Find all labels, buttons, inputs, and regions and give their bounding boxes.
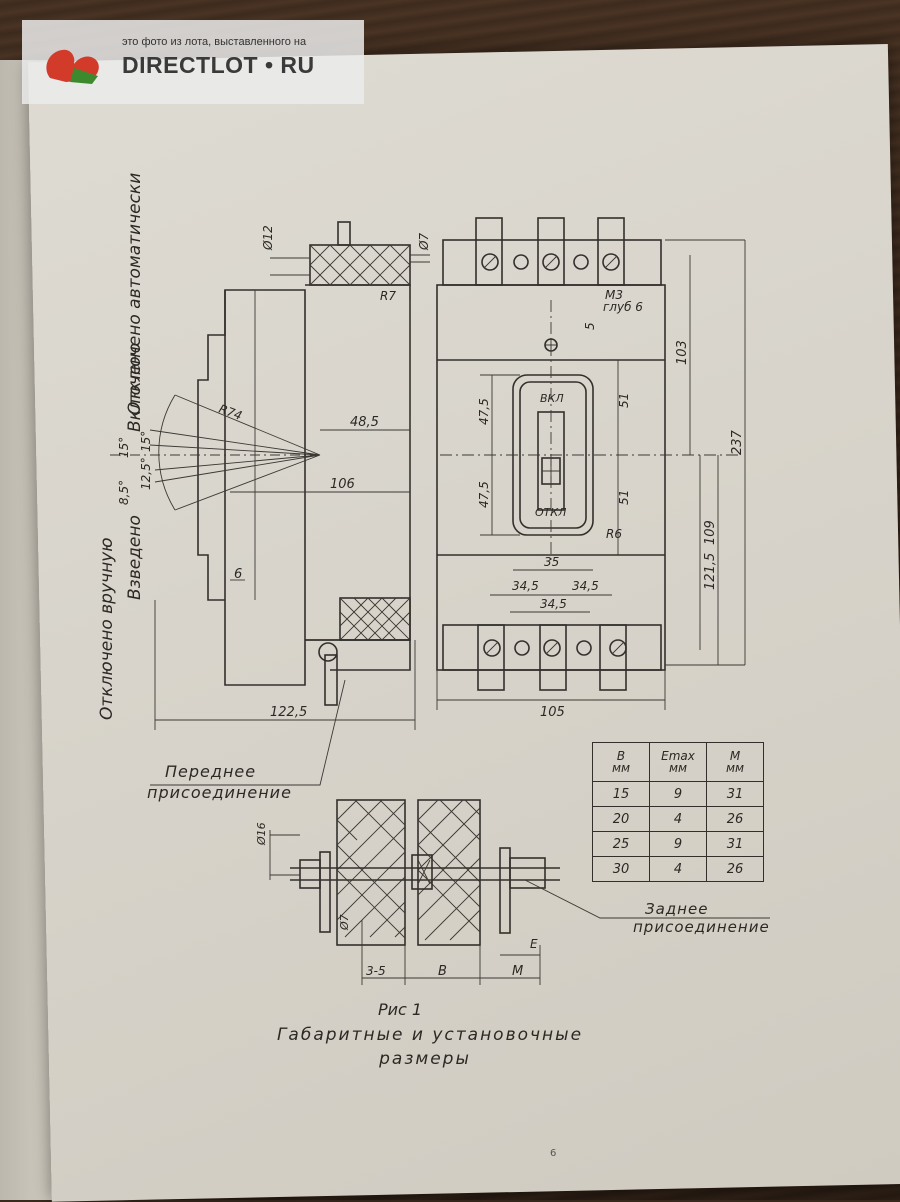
front-connection-line-1: Переднее xyxy=(165,762,257,781)
page-number: 6 xyxy=(550,1148,557,1159)
dim-5: 5 xyxy=(583,322,597,330)
dim-47-5-a: 47,5 xyxy=(477,398,491,425)
dim-b: B xyxy=(438,964,447,979)
switch-labels: ВКЛ ОТКЛ xyxy=(535,392,566,519)
table-cell: 4 xyxy=(649,806,707,832)
label-cocked: Взведено xyxy=(125,515,145,600)
angle-15-b: 15° xyxy=(139,431,153,452)
dim-47-5-b: 47,5 xyxy=(477,481,491,508)
dim-e: E xyxy=(530,937,538,951)
rear-connection-label: Заднее присоединение xyxy=(633,900,770,936)
watermark-brand: DIRECTLOT • RU xyxy=(122,52,315,78)
dim-m: M xyxy=(512,964,523,979)
rear-connection-line-2: присоединение xyxy=(633,918,770,936)
table-cell: 31 xyxy=(706,831,764,857)
panel-left xyxy=(336,799,406,946)
figure-number: Рис 1 xyxy=(377,1000,423,1019)
table-cell: 15 xyxy=(592,781,650,807)
dim-48-5: 48,5 xyxy=(350,415,379,430)
rear-connection-leader xyxy=(524,879,770,919)
table-cell: 4 xyxy=(649,856,707,882)
dim-r6: R6 xyxy=(606,527,622,541)
dimension-labels: Ø12 Ø7 R7 48,5 106 6 122,5 M3 глуб 6 5 1… xyxy=(234,225,745,979)
dim-237: 237 xyxy=(730,429,745,455)
rear-connection-line-1: Заднее xyxy=(645,900,709,918)
dim-103: 103 xyxy=(675,340,690,365)
table-cell: 26 xyxy=(706,856,764,882)
angle-15-a: 15° xyxy=(117,437,131,458)
table-cell: 31 xyxy=(706,781,764,807)
dim-34-5-c: 34,5 xyxy=(540,597,567,611)
angle-8-5: 8,5° xyxy=(117,480,131,505)
table-row: 25 9 31 xyxy=(592,831,764,857)
label-auto-off: Отключено автоматически xyxy=(125,173,145,415)
dim-d12: Ø12 xyxy=(261,225,275,251)
table-cell: 9 xyxy=(649,831,707,857)
table-row: 20 4 26 xyxy=(592,806,764,832)
table-row: 30 4 26 xyxy=(592,856,764,882)
switch-on-label: ВКЛ xyxy=(540,392,564,405)
angle-12-5: 12,5° xyxy=(139,457,153,490)
dim-m3: M3 xyxy=(605,288,623,302)
side-view xyxy=(110,221,430,730)
table-cell: 26 xyxy=(706,806,764,832)
table-cell: 20 xyxy=(592,806,650,832)
table-cell: 25 xyxy=(592,831,650,857)
label-on: Включено xyxy=(125,343,145,432)
figure-subtitle: размеры xyxy=(379,1049,471,1069)
switch-off-label: ОТКЛ xyxy=(535,506,566,519)
dim-51-b: 51 xyxy=(617,490,631,505)
dim-3-5: 3-5 xyxy=(366,964,386,978)
figure-caption: Рис 1 Габаритные и установочные размеры xyxy=(230,1000,630,1069)
top-terminal-block xyxy=(309,244,411,286)
watermark-banner: это фото из лота, выставленного на DIREC… xyxy=(22,20,364,104)
dim-121-5: 121,5 xyxy=(703,553,718,590)
dim-d7-bottom: Ø7 xyxy=(338,914,351,931)
watermark-tagline: это фото из лота, выставленного на xyxy=(122,36,307,48)
dim-d7-top: Ø7 xyxy=(417,233,431,251)
dim-35: 35 xyxy=(544,555,559,569)
dim-122-5: 122,5 xyxy=(270,705,307,720)
dim-depth-6: глуб 6 xyxy=(603,300,643,314)
rear-connection-detail xyxy=(269,799,560,985)
front-connection-label: Переднее присоединение xyxy=(147,762,292,802)
dim-34-5-a: 34,5 xyxy=(512,579,539,593)
side-labels: Отключено автоматически Включено Отключе… xyxy=(97,173,145,720)
front-connection-line-2: присоединение xyxy=(147,783,292,802)
dim-106: 106 xyxy=(330,477,355,492)
dim-6: 6 xyxy=(234,567,242,582)
dim-51-a: 51 xyxy=(617,393,631,408)
table-cell: 30 xyxy=(592,856,650,882)
dim-r7: R7 xyxy=(380,289,396,303)
dim-109: 109 xyxy=(703,520,718,545)
dim-d16: Ø16 xyxy=(255,822,268,846)
dim-34-5-b: 34,5 xyxy=(572,579,599,593)
dim-105: 105 xyxy=(540,705,565,720)
radius-r74: R74 xyxy=(217,402,244,423)
front-view xyxy=(436,217,746,710)
table-cell: 9 xyxy=(649,781,707,807)
squirrel-logo-icon xyxy=(46,49,99,84)
panel-right xyxy=(417,799,481,946)
figure-title: Габаритные и установочные xyxy=(276,1025,584,1045)
front-connection-leader xyxy=(150,679,346,786)
label-manual-off: Отключено вручную xyxy=(97,537,117,720)
table-row: 15 9 31 xyxy=(592,781,764,807)
